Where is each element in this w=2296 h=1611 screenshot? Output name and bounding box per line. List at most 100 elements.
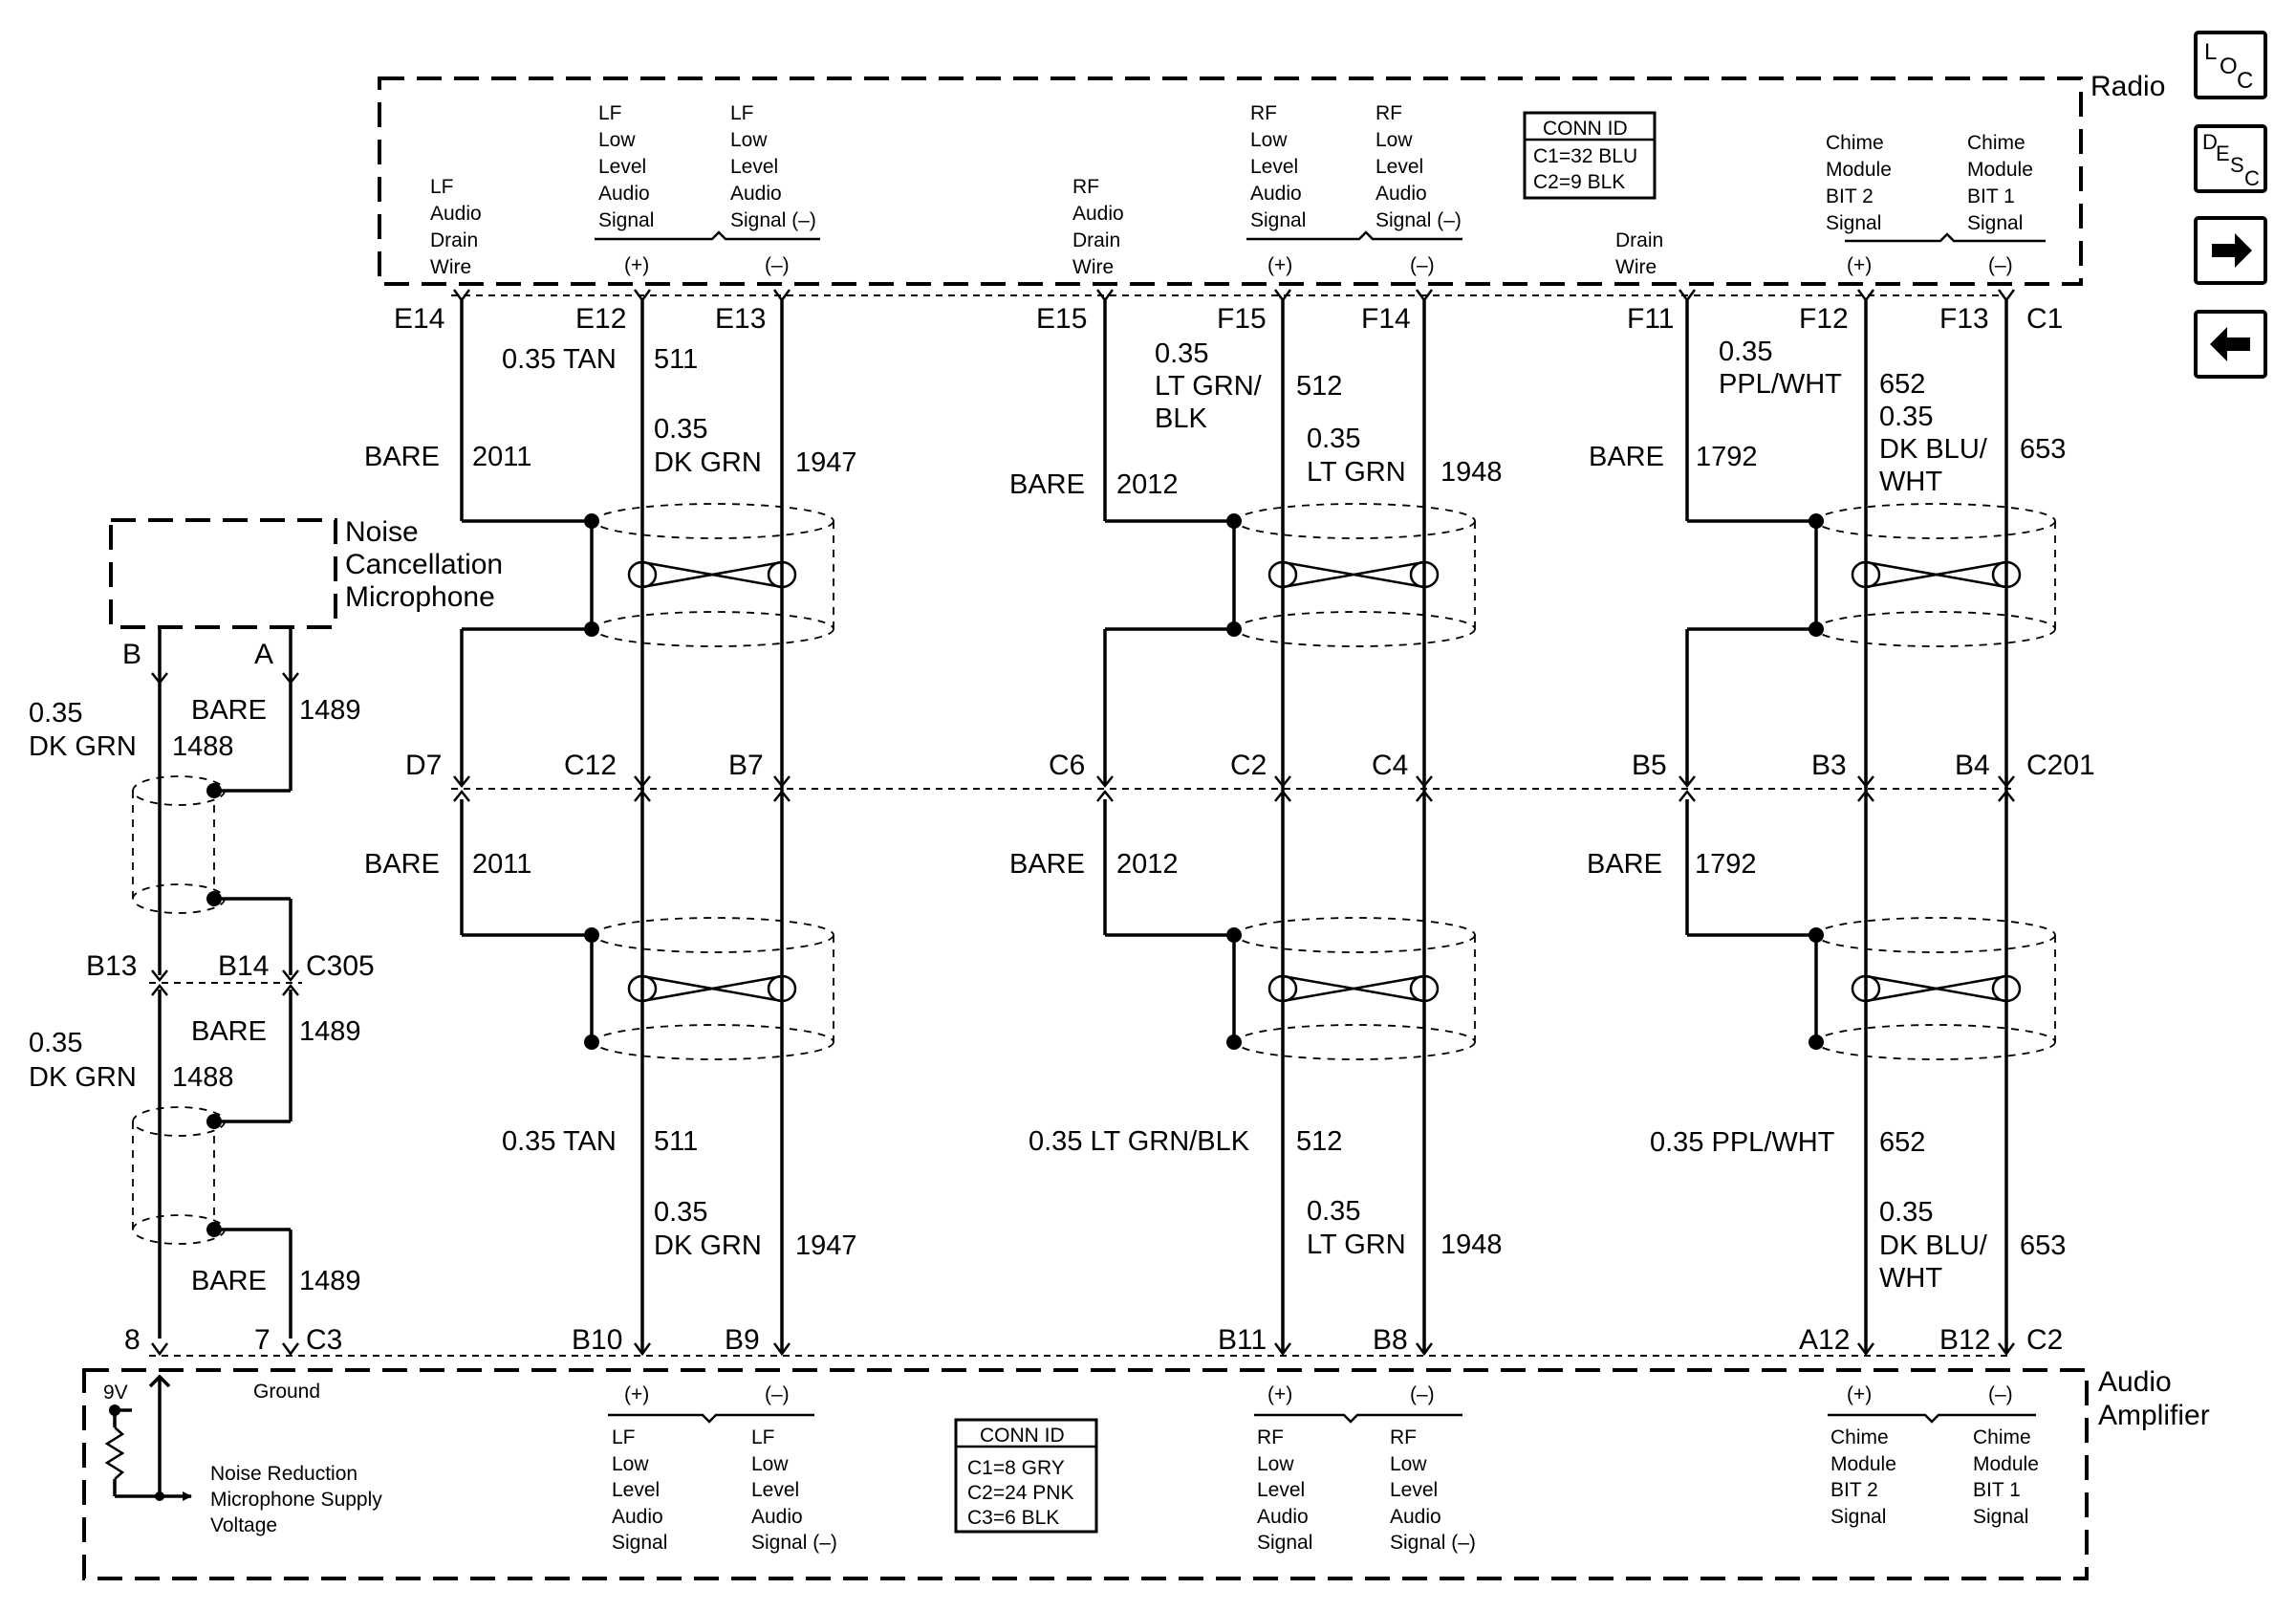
wire-chime-drain-circuit: 1792 — [1696, 442, 1758, 472]
svg-text:(–): (–) — [1410, 1383, 1435, 1405]
wire-chime2-circuit: 652 — [1879, 369, 1925, 400]
radio-lf-neg-polarity: (–) — [765, 254, 790, 276]
svg-text:1488: 1488 — [172, 1062, 234, 1093]
amp-chime1-label: Chime Module BIT 1 Signal — [1973, 1426, 2039, 1528]
description-button[interactable]: D E S C — [2194, 124, 2267, 193]
amp-chime2-label: Chime Module BIT 2 Signal — [1830, 1426, 1896, 1528]
svg-text:BARE: BARE — [1009, 849, 1085, 880]
rf-brace — [1246, 230, 1462, 241]
svg-text:Signal: Signal — [598, 209, 654, 231]
wire-lf-drain-color: BARE — [364, 442, 440, 472]
svg-text:1947: 1947 — [795, 1230, 857, 1261]
svg-text:Chime: Chime — [1826, 132, 1884, 154]
pin-e15: E15 — [1036, 303, 1087, 335]
c305-terminals — [151, 969, 299, 996]
svg-text:Level: Level — [1257, 1479, 1305, 1501]
wire-lf-neg-color: DK GRN — [654, 447, 762, 478]
svg-text:DK GRN: DK GRN — [654, 1230, 762, 1261]
svg-text:Signal: Signal — [1967, 212, 2023, 234]
radio-conn-id-heading: CONN ID — [1543, 118, 1628, 140]
c201-terminals — [453, 775, 2015, 802]
lf-brace — [595, 230, 820, 241]
radio-rf-pos-polarity: (+) — [1267, 254, 1292, 276]
svg-text:Audio: Audio — [1250, 183, 1302, 205]
svg-text:Audio: Audio — [430, 203, 482, 225]
svg-text:Chime: Chime — [1967, 132, 2025, 154]
svg-text:Level: Level — [730, 156, 778, 178]
pin-c6: C6 — [1049, 750, 1085, 781]
svg-text:Cancellation: Cancellation — [345, 549, 503, 580]
c305-pin-numbers: B13 B14 C305 — [86, 950, 375, 982]
svg-text:C1=8 GRY: C1=8 GRY — [967, 1457, 1065, 1479]
svg-text:Audio: Audio — [1257, 1506, 1309, 1528]
mic-pin-b: B — [122, 639, 141, 670]
wire-lf-pos-color: 0.35 TAN — [502, 344, 617, 375]
pin-b4: B4 — [1955, 750, 1990, 781]
amp-title-1: Audio — [2098, 1366, 2172, 1398]
svg-text:RF: RF — [1390, 1426, 1417, 1448]
pin-c2: C2 — [2026, 1324, 2063, 1356]
svg-text:LF: LF — [612, 1426, 636, 1448]
radio-rf-pos-label: RF Low Level Audio Signal — [1250, 102, 1306, 231]
pin-d7: D7 — [405, 750, 442, 781]
svg-text:Level: Level — [598, 156, 646, 178]
svg-text:Drain: Drain — [1072, 229, 1120, 251]
radio-lf-pos-label: LF Low Level Audio Signal — [598, 102, 654, 231]
arrow-right-icon — [2212, 233, 2252, 268]
svg-text:Noise: Noise — [345, 516, 419, 548]
svg-text:Wire: Wire — [1615, 256, 1657, 278]
svg-text:Wire: Wire — [1072, 256, 1114, 278]
pin-c4: C4 — [1372, 750, 1408, 781]
pin-b12: B12 — [1939, 1324, 1990, 1356]
location-button[interactable]: L O C — [2194, 31, 2267, 99]
mic-wires — [158, 627, 292, 1339]
svg-text:(–): (–) — [1988, 1383, 2013, 1405]
amp-pin-terminals — [150, 1342, 2016, 1357]
pin-c12: C12 — [564, 750, 617, 781]
amp-rf-pos-label: RF Low Level Audio Signal — [1257, 1426, 1312, 1554]
svg-text:Audio: Audio — [612, 1506, 663, 1528]
pin-f14: F14 — [1361, 303, 1411, 335]
svg-text:Wire: Wire — [430, 256, 471, 278]
svg-text:Low: Low — [1390, 1453, 1427, 1475]
amp-ground-label: Ground — [253, 1381, 320, 1403]
svg-text:512: 512 — [1296, 1126, 1342, 1157]
svg-text:0.35: 0.35 — [29, 1028, 82, 1058]
pin-f12: F12 — [1799, 303, 1849, 335]
wire-rf-neg-circuit: 1948 — [1440, 457, 1503, 488]
wire-chime1-circuit: 653 — [2020, 434, 2066, 465]
svg-text:C: C — [2244, 166, 2260, 190]
svg-text:653: 653 — [2020, 1230, 2066, 1261]
svg-text:511: 511 — [654, 1126, 698, 1157]
pin-f13: F13 — [1939, 303, 1989, 335]
svg-text:BARE: BARE — [1587, 849, 1662, 880]
next-page-button[interactable] — [2194, 216, 2267, 285]
radio-title: Radio — [2090, 71, 2165, 102]
wire-chime2-color: PPL/WHT — [1719, 369, 1842, 400]
previous-page-button[interactable] — [2194, 310, 2267, 379]
svg-text:Drain: Drain — [430, 229, 478, 251]
svg-text:Level: Level — [1390, 1479, 1438, 1501]
svg-text:Module: Module — [1973, 1453, 2039, 1475]
pin-b11: B11 — [1218, 1324, 1267, 1356]
svg-text:DK BLU/: DK BLU/ — [1879, 1230, 1988, 1261]
pin-c305: C305 — [306, 950, 375, 982]
svg-text:(–): (–) — [765, 1383, 790, 1405]
svg-text:1792: 1792 — [1695, 849, 1757, 880]
radio-chime1-polarity: (–) — [1988, 254, 2013, 276]
mic-shields — [132, 775, 226, 1245]
svg-text:1489: 1489 — [299, 695, 361, 726]
wire-chime1-gauge: 0.35 — [1879, 402, 1933, 432]
svg-text:1488: 1488 — [172, 731, 234, 762]
svg-text:LF: LF — [730, 102, 754, 124]
pin-a12: A12 — [1799, 1324, 1850, 1356]
svg-text:Chime: Chime — [1830, 1426, 1889, 1448]
svg-text:RF: RF — [1072, 176, 1099, 198]
radio-chime2-label: Chime Module BIT 2 Signal — [1826, 132, 1892, 234]
svg-text:Drain: Drain — [1615, 229, 1663, 251]
wire-rf-pos-circuit: 512 — [1296, 371, 1342, 402]
c201-pin-numbers: D7 C12 B7 C6 C2 C4 B5 B3 B4 C201 — [405, 750, 2095, 781]
mic-pin-a: A — [254, 639, 273, 670]
svg-text:Module: Module — [1967, 159, 2033, 181]
